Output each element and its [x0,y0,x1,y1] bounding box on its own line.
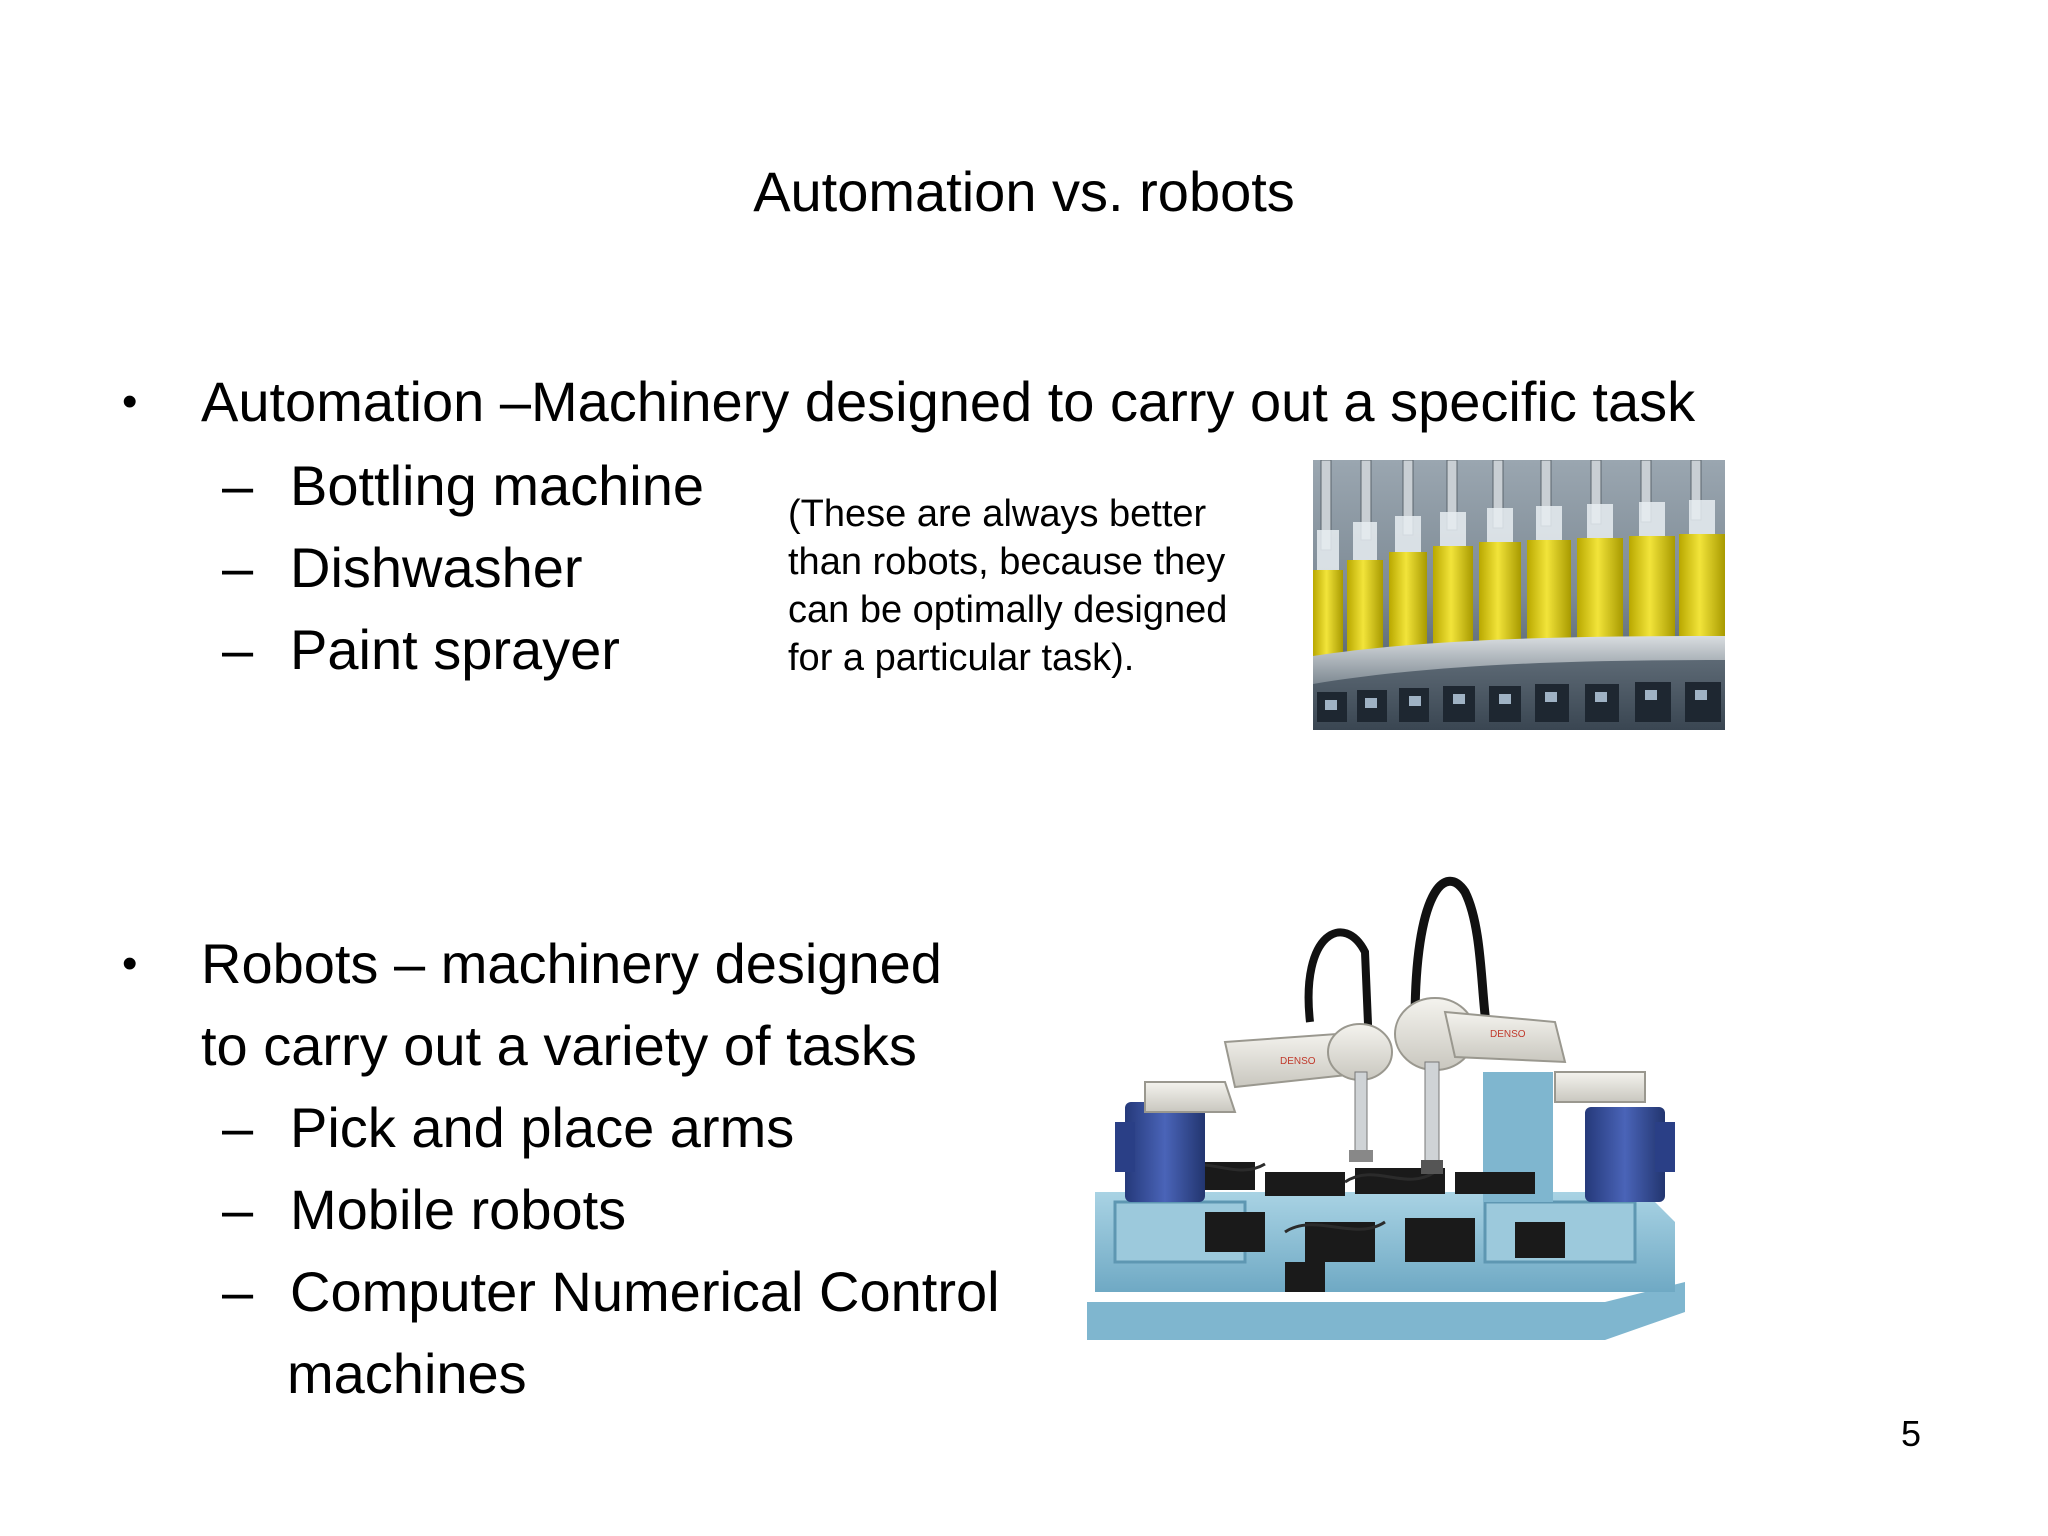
item-cnc-machines: Computer Numerical Control [290,1260,1000,1323]
denso-label-right: DENSO [1490,1029,1526,1040]
slide-title: Automation vs. robots [753,160,1295,223]
note-line: than robots, because they [788,541,1226,583]
page-number: 5 [1901,1413,1922,1454]
bottling-machine-photo [1313,460,1725,730]
robot-cell-photo: DENSO DENSO [1085,872,1695,1350]
item-bottling-machine: Bottling machine [290,454,705,517]
dash-dishwasher: – [222,536,254,599]
automation-heading: Automation –Machinery designed to carry … [201,370,1696,433]
dash-paint-sprayer: – [222,618,254,681]
denso-label-left: DENSO [1280,1056,1316,1067]
item-paint-sprayer: Paint sprayer [290,618,620,681]
item-mobile-robots: Mobile robots [290,1178,627,1241]
bullet-automation: • [122,377,138,426]
note-line: for a particular task). [788,637,1135,679]
automation-note: (These are always better than robots, be… [788,490,1227,682]
item-pick-and-place-arms: Pick and place arms [290,1096,795,1159]
robots-heading-line-2: to carry out a variety of tasks [201,1014,917,1077]
bullet-robots: • [122,939,138,988]
item-cnc-continuation: machines [287,1342,527,1405]
note-line: can be optimally designed [788,589,1228,631]
dash-bottling: – [222,454,254,517]
dash-mobile-robots: – [222,1178,254,1241]
dash-cnc: – [222,1260,254,1323]
robots-heading-line-1: Robots – machinery designed [201,932,942,995]
note-line: (These are always better [788,493,1207,535]
dash-pick-and-place: – [222,1096,254,1159]
item-dishwasher: Dishwasher [290,536,583,599]
